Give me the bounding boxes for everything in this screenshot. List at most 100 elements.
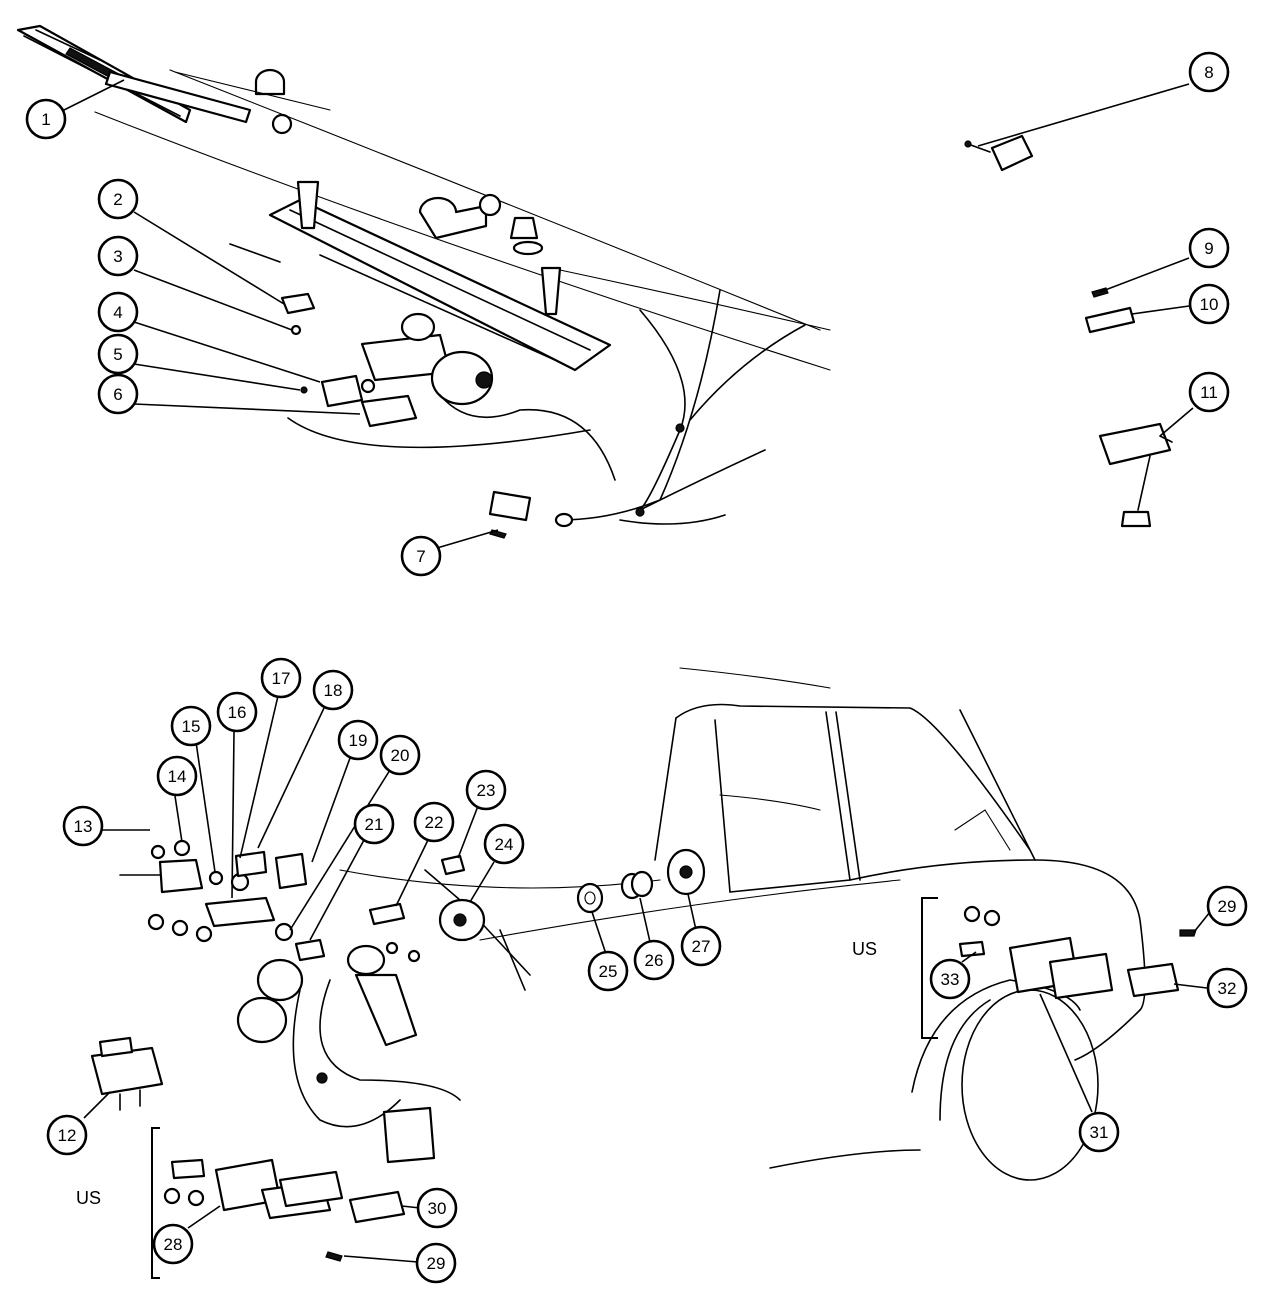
bulb-3	[290, 324, 302, 336]
callout-number: 21	[365, 815, 384, 834]
callout-number: 13	[74, 817, 93, 836]
callout-circle	[413, 801, 455, 843]
callout-circle	[1188, 371, 1230, 413]
callout-circle	[483, 823, 525, 865]
callout-number: 26	[645, 951, 664, 970]
callout-number: 15	[182, 717, 201, 736]
callout-circle	[587, 950, 629, 992]
callout-12: 12	[46, 1114, 88, 1156]
callout-circle	[353, 803, 395, 845]
callout-number: 27	[692, 937, 711, 956]
callout-27: 27	[680, 925, 722, 967]
callout-22: 22	[413, 801, 455, 843]
callout-circle	[379, 734, 421, 776]
callout-10: 10	[1188, 283, 1230, 325]
callout-number: 10	[1200, 295, 1219, 314]
callout-number: 4	[113, 303, 122, 322]
callout-number: 31	[1090, 1123, 1109, 1142]
callout-3: 3	[97, 235, 139, 277]
wiper-arm	[104, 68, 331, 135]
washer-25	[576, 882, 604, 914]
callout-circle	[62, 805, 104, 847]
callout-circle	[312, 669, 354, 711]
headlamp-horn-assembly-19-22	[236, 902, 461, 1164]
callout-number: 19	[349, 731, 368, 750]
callout-13: 13	[62, 805, 104, 847]
callout-33: 33	[929, 958, 971, 1000]
leader-lines	[59, 79, 1211, 1263]
callout-17: 17	[260, 657, 302, 699]
callout-number: 23	[477, 781, 496, 800]
callout-19: 19	[337, 719, 379, 761]
flasher-unit-11	[1098, 422, 1173, 528]
callout-circle	[1188, 227, 1230, 269]
callout-number: 29	[427, 1254, 446, 1273]
side-marker-31-33	[958, 905, 1197, 1000]
callout-circle	[400, 535, 442, 577]
callout-number: 16	[228, 703, 247, 722]
callout-circle	[633, 939, 675, 981]
callout-circle	[1078, 1111, 1120, 1153]
callout-number: 24	[495, 835, 514, 854]
callout-29: 29	[415, 1242, 457, 1284]
callout-number: 9	[1204, 239, 1213, 258]
callout-5: 5	[97, 333, 139, 375]
callout-6: 6	[97, 373, 139, 415]
callout-number: 17	[272, 669, 291, 688]
callout-circle	[46, 1114, 88, 1156]
callout-circle	[465, 769, 507, 811]
callout-circle	[156, 755, 198, 797]
relay-12	[90, 1036, 164, 1111]
cap-27	[666, 848, 706, 896]
callout-number: 12	[58, 1126, 77, 1145]
callout-29: 29	[1206, 885, 1248, 927]
callout-31: 31	[1078, 1111, 1120, 1153]
callout-number: 33	[941, 970, 960, 989]
callout-circle	[1188, 51, 1230, 93]
callout-circle	[1206, 885, 1248, 927]
callout-circle	[97, 291, 139, 333]
callout-14: 14	[156, 755, 198, 797]
callout-11: 11	[1188, 371, 1230, 413]
callout-16: 16	[216, 691, 258, 733]
us-label-right: US	[852, 939, 877, 959]
spring-26	[620, 870, 654, 900]
callout-30: 30	[416, 1187, 458, 1229]
lamp-cluster-13-18	[119, 839, 308, 943]
callout-circle	[1206, 967, 1248, 1009]
bulb-holder-2	[280, 292, 316, 315]
callout-circle	[337, 719, 379, 761]
callout-number: 30	[428, 1199, 447, 1218]
callout-number: 2	[113, 190, 122, 209]
switch-assembly-24	[424, 869, 531, 991]
callout-circle	[680, 925, 722, 967]
callout-circle	[260, 657, 302, 699]
callout-26: 26	[633, 939, 675, 981]
callout-number: 8	[1204, 63, 1213, 82]
callout-circle	[152, 1223, 194, 1265]
switch-4-5	[300, 374, 376, 408]
callout-circle	[97, 235, 139, 277]
callout-number: 6	[113, 385, 122, 404]
us-label-left: US	[76, 1188, 101, 1208]
callout-number: 5	[113, 345, 122, 364]
callout-number: 28	[164, 1235, 183, 1254]
callout-25: 25	[587, 950, 629, 992]
callout-23: 23	[465, 769, 507, 811]
callout-circle	[97, 333, 139, 375]
callout-18: 18	[312, 669, 354, 711]
callout-circle	[416, 1187, 458, 1229]
callout-7: 7	[400, 535, 442, 577]
callout-circle	[25, 98, 67, 140]
callout-number: 32	[1218, 979, 1237, 998]
callout-number: 3	[113, 247, 122, 266]
callout-15: 15	[170, 705, 212, 747]
wiper-rack-assembly	[229, 180, 612, 372]
us-bracket-left	[151, 1127, 160, 1279]
callout-24: 24	[483, 823, 525, 865]
callout-number: 20	[391, 746, 410, 765]
switch-8	[964, 134, 1034, 172]
callout-9: 9	[1188, 227, 1230, 269]
